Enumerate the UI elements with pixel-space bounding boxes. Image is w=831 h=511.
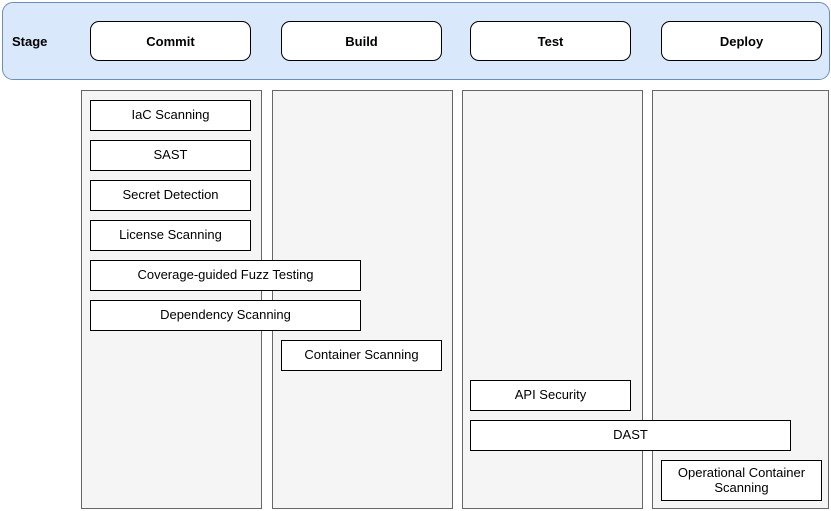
stage-pill-deploy[interactable]: Deploy <box>661 21 822 61</box>
column-build <box>272 90 453 509</box>
tool-box-sast[interactable]: SAST <box>90 140 251 171</box>
tool-label: SAST <box>153 147 188 163</box>
tool-box-secret-detection[interactable]: Secret Detection <box>90 180 251 211</box>
stage-bar-label: Stage <box>12 33 48 49</box>
tool-box-license-scanning[interactable]: License Scanning <box>90 220 251 251</box>
tool-label: API Security <box>514 387 587 403</box>
tool-label: License Scanning <box>119 227 222 243</box>
stage-pill-build[interactable]: Build <box>281 21 442 61</box>
tool-label: Operational Container Scanning <box>677 464 806 495</box>
tool-label: Container Scanning <box>304 347 419 363</box>
tool-label: Coverage-guided Fuzz Testing <box>137 267 314 283</box>
tool-label: Dependency Scanning <box>160 307 291 323</box>
stage-pill-deploy-label: Deploy <box>719 33 764 49</box>
stage-pill-test[interactable]: Test <box>470 21 631 61</box>
tool-box-api-security[interactable]: API Security <box>470 380 631 411</box>
stage-pill-build-label: Build <box>345 33 378 49</box>
tool-label: IaC Scanning <box>131 107 210 123</box>
tool-box-dependency-scanning[interactable]: Dependency Scanning <box>90 300 361 331</box>
tool-box-coverage-guided-fuzz-testing[interactable]: Coverage-guided Fuzz Testing <box>90 260 361 291</box>
stage-pill-commit-label: Commit <box>146 33 195 49</box>
tool-box-container-scanning[interactable]: Container Scanning <box>281 340 442 371</box>
tool-box-dast[interactable]: DAST <box>470 420 791 451</box>
stage-pill-commit[interactable]: Commit <box>90 21 251 61</box>
tool-label: Secret Detection <box>122 187 219 203</box>
tool-box-operational-container-scanning[interactable]: Operational Container Scanning <box>661 460 822 501</box>
stage-pill-test-label: Test <box>537 33 564 49</box>
tool-label: DAST <box>613 427 648 443</box>
tool-box-iac-scanning[interactable]: IaC Scanning <box>90 100 251 131</box>
